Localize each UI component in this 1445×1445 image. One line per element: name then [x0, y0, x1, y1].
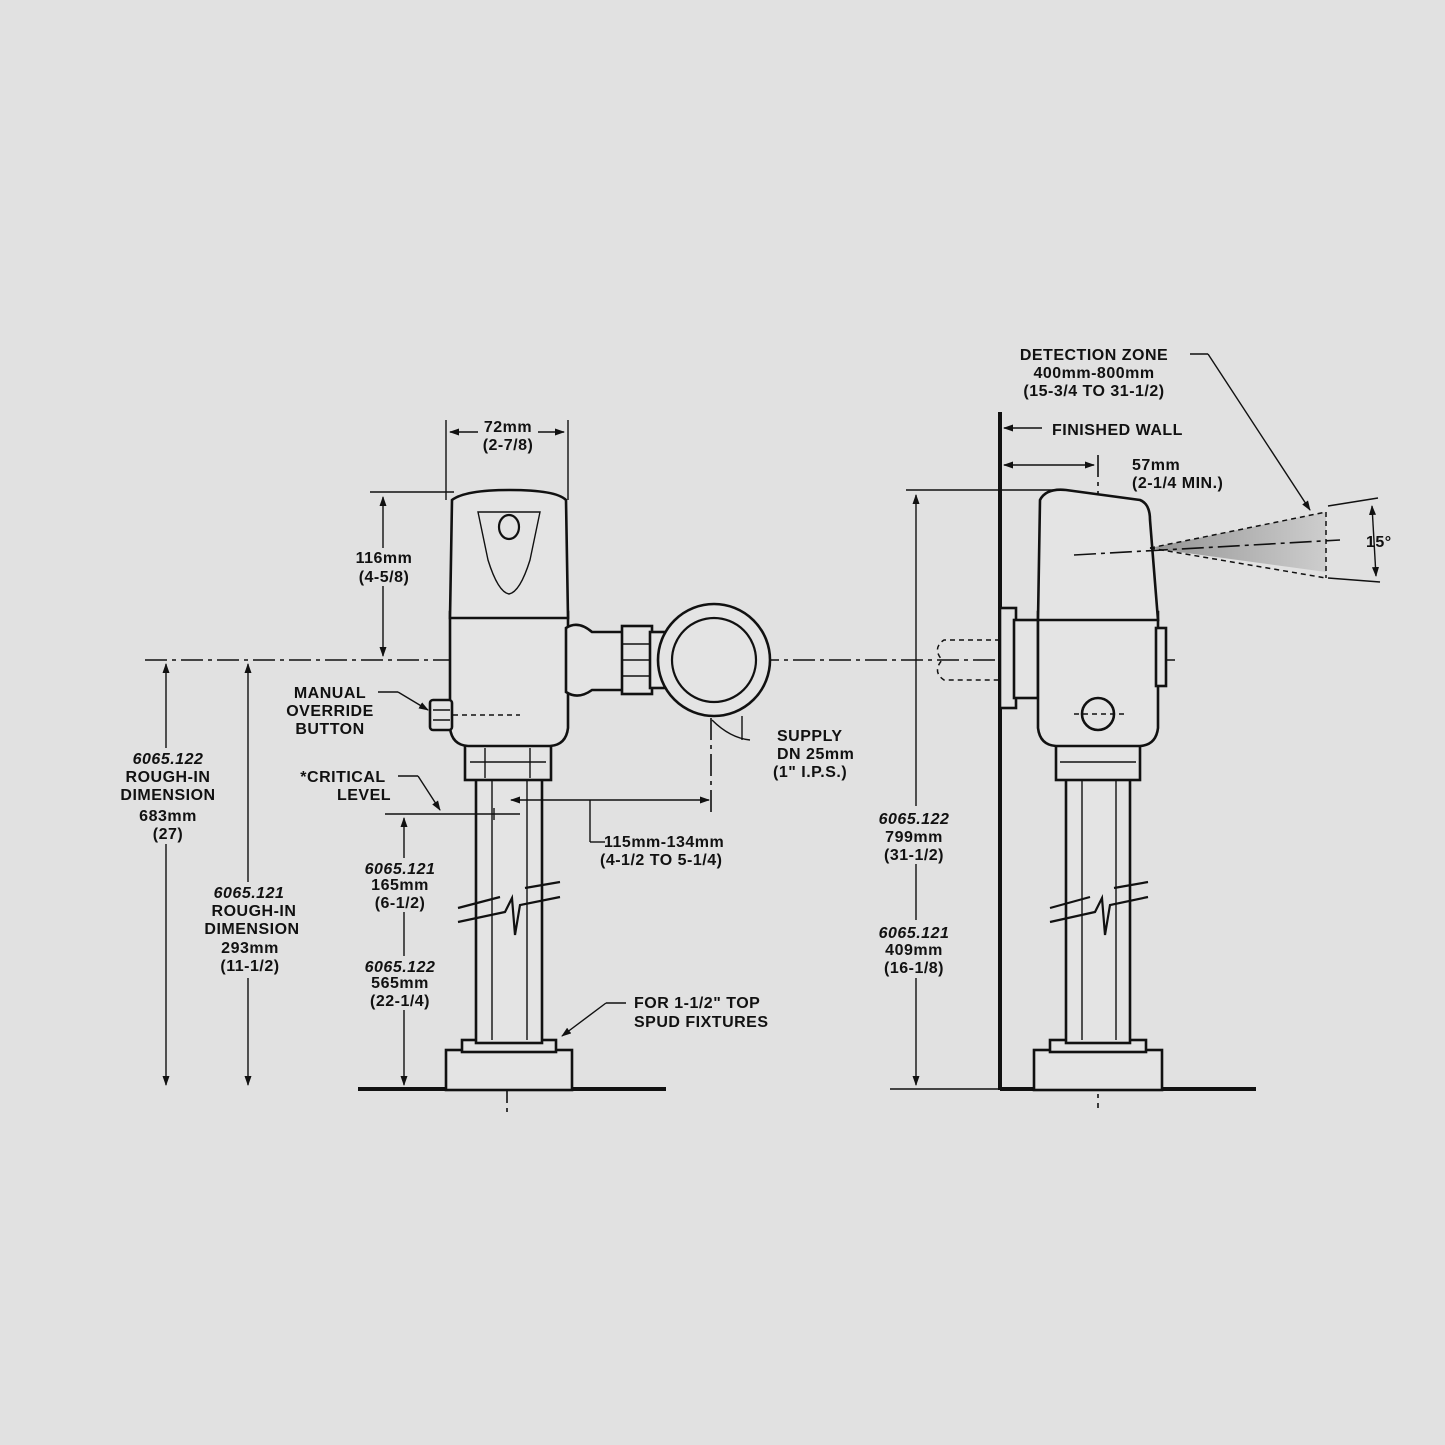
sensor-window — [477, 511, 541, 595]
supply-label-2: DN 25mm — [777, 746, 854, 763]
detection-zone-3: (15-3/4 TO 31-1/2) — [1023, 383, 1164, 400]
manual-override-button — [428, 698, 454, 732]
critical-122-in: (22-1/4) — [370, 993, 430, 1010]
roughin-121-model: 6065.121 — [214, 885, 285, 902]
supply-label-1: SUPPLY — [777, 728, 843, 745]
critical-level-label-2: LEVEL — [337, 787, 391, 804]
override-label-3: BUTTON — [295, 721, 364, 738]
sensor-head — [448, 488, 570, 620]
supply-offset-mm: 115mm-134mm — [604, 834, 724, 851]
roughin-122-line2: DIMENSION — [120, 787, 215, 804]
angle-dim-arc — [1369, 505, 1379, 577]
beam-axis — [1073, 539, 1341, 556]
spud-label-2: SPUD FIXTURES — [634, 1014, 769, 1031]
critical-122-model: 6065.122 — [365, 959, 436, 976]
critical-122-mm: 565mm — [371, 975, 429, 992]
override-label-2: OVERRIDE — [286, 703, 374, 720]
side-fixture-base — [1032, 1048, 1164, 1092]
critical-level-label-1: *CRITICAL — [300, 769, 385, 786]
side-121-mm: 409mm — [885, 942, 943, 959]
finished-wall-label: FINISHED WALL — [1052, 422, 1183, 439]
spud-label-1: FOR 1-1/2" TOP — [634, 995, 760, 1012]
detection-zone-1: DETECTION ZONE — [1020, 347, 1168, 364]
side-122-model: 6065.122 — [879, 811, 950, 828]
side-sensor-head — [1036, 488, 1160, 622]
side-supply-stub — [1012, 618, 1040, 700]
front-view: 72mm (2-7/8) 116mm (4-5/8) MANUAL OVERRI… — [100, 418, 1175, 1112]
supply-stop-outer — [656, 602, 772, 718]
side-flush-tube — [1064, 773, 1132, 1045]
head-height-mm: 116mm — [356, 550, 413, 567]
roughin-122-in: (27) — [153, 826, 183, 843]
detection-beam — [1150, 512, 1326, 572]
critical-121-model: 6065.121 — [365, 861, 436, 878]
fixture-spud-base — [444, 1048, 574, 1092]
critical-121-in: (6-1/2) — [375, 895, 426, 912]
supply-label-3: (1" I.P.S.) — [773, 764, 847, 781]
roughin-122-model: 6065.122 — [133, 751, 204, 768]
side-122-mm: 799mm — [885, 829, 943, 846]
detection-zone-2: 400mm-800mm — [1033, 365, 1154, 382]
width-mm: 72mm — [484, 419, 532, 436]
side-view: 15° DETECTION ZONE 400mm-800mm (15-3/4 T… — [866, 347, 1392, 1108]
side-121-in: (16-1/8) — [884, 960, 944, 977]
side-valve-body — [1036, 610, 1160, 748]
roughin-122-line1: ROUGH-IN — [126, 769, 211, 786]
wall-offset-in: (2-1/4 MIN.) — [1132, 475, 1223, 492]
beam-upper-edge — [1149, 511, 1327, 549]
tube-break-mark — [457, 893, 561, 936]
detection-zone-leader — [1207, 353, 1311, 511]
roughin-121-line2: DIMENSION — [204, 921, 299, 938]
side-121-model: 6065.121 — [879, 925, 950, 942]
roughin-121-in: (11-1/2) — [220, 958, 279, 975]
beam-lower-edge — [1149, 547, 1327, 579]
valve-body — [448, 610, 570, 748]
head-height-in: (4-5/8) — [359, 569, 410, 586]
roughin-121-mm: 293mm — [221, 940, 279, 957]
critical-121-mm: 165mm — [371, 877, 429, 894]
side-tube-break-mark — [1049, 893, 1149, 936]
supply-stop-inner — [670, 616, 758, 704]
beam-angle: 15° — [1366, 534, 1392, 551]
wall-offset-mm: 57mm — [1132, 457, 1180, 474]
width-in: (2-7/8) — [483, 437, 534, 454]
sensor-eye — [497, 513, 521, 541]
flush-tube — [474, 773, 544, 1045]
override-label-1: MANUAL — [294, 685, 366, 702]
supply-offset-in: (4-1/2 TO 5-1/4) — [600, 852, 722, 869]
roughin-121-line1: ROUGH-IN — [212, 903, 297, 920]
roughin-122-mm: 683mm — [139, 808, 197, 825]
side-122-in: (31-1/2) — [884, 847, 944, 864]
supply-elbow — [564, 623, 626, 697]
